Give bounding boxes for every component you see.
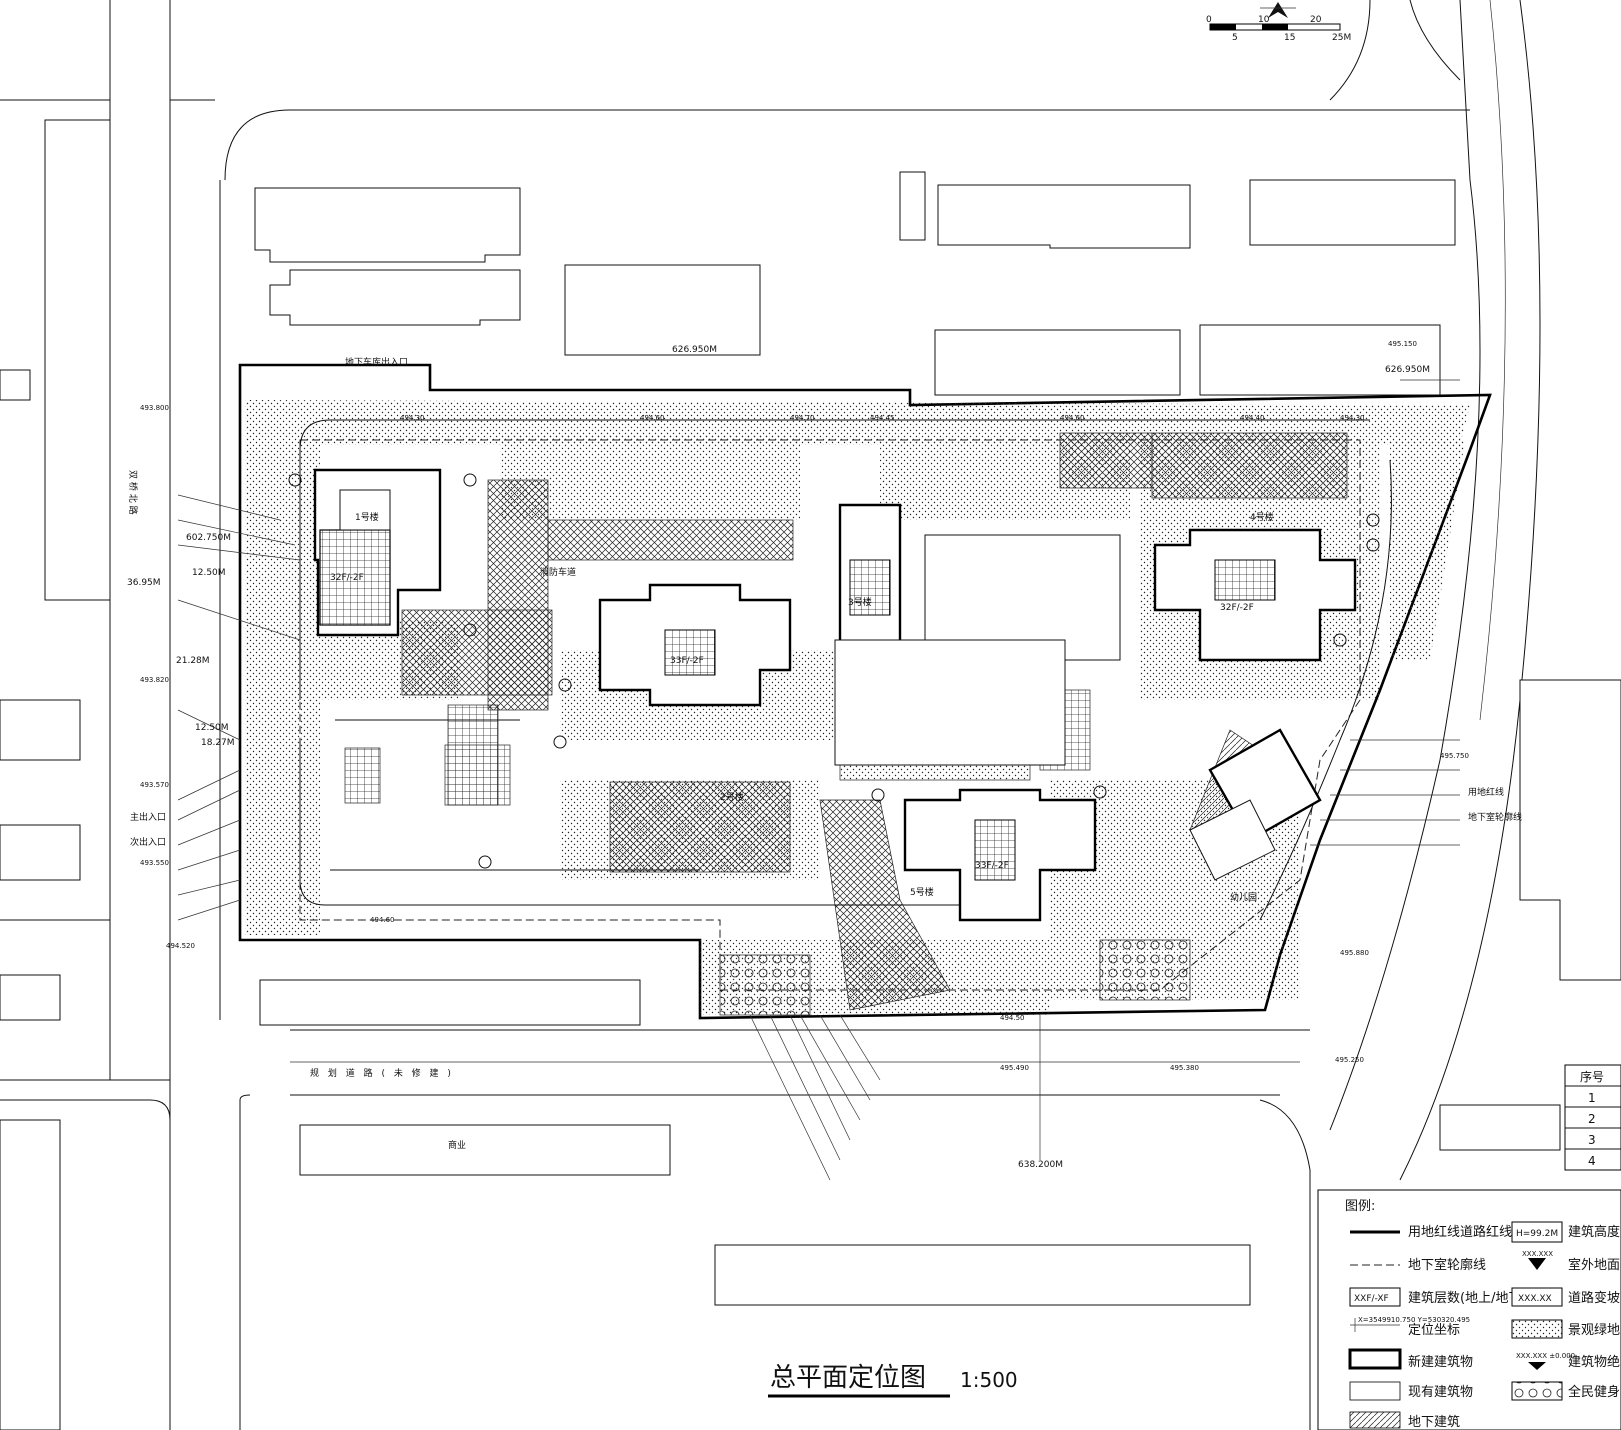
svg-text:H=99.2M: H=99.2M (1516, 1229, 1558, 1239)
elevation-label: 495.250 (1335, 1056, 1364, 1064)
height-label: 36.95M (127, 578, 161, 588)
annotation: 商业 (448, 1139, 466, 1151)
svg-text:XXF/-XF: XXF/-XF (1354, 1294, 1389, 1304)
svg-text:新建建筑物: 新建建筑物 (1408, 1354, 1473, 1370)
annotation: 用地红线 (1468, 786, 1504, 798)
table-header: 序号 (1580, 1069, 1604, 1084)
building-label: 5号楼 (910, 886, 934, 898)
svg-text:地下室轮廓线: 地下室轮廓线 (1408, 1257, 1486, 1273)
annotation: 地下室轮廓线 (1468, 811, 1522, 823)
building-label: 3号楼 (848, 596, 872, 608)
elevation-label: 494.30 (400, 414, 425, 422)
height-label: 18.27M (201, 738, 235, 748)
elevation-label: 493.570 (140, 781, 169, 789)
elevation-label: 493.550 (140, 859, 169, 867)
svg-text:15: 15 (1284, 33, 1295, 43)
annotation: 幼儿园 (1230, 891, 1257, 903)
elevation-label: 494.50 (1000, 1014, 1025, 1022)
svg-text:建筑层数(地上/地下): 建筑层数(地上/地下) (1408, 1290, 1527, 1306)
floor-label: 32F/-2F (330, 573, 364, 583)
svg-text:10: 10 (1258, 15, 1270, 25)
floor-label: 33F/-2F (670, 656, 704, 666)
basement-outline (299, 439, 1361, 991)
height-label: 638.200M (1018, 1160, 1063, 1170)
elevation-label: 494.45 (870, 414, 895, 422)
road-network (0, 0, 1541, 1430)
svg-text:定位坐标: 定位坐标 (1408, 1323, 1460, 1338)
drawing-title: 总平面定位图 1:500 (768, 1363, 1018, 1398)
road-name: 规 划 道 路 ( 未 修 建 ) (310, 1067, 454, 1079)
leader-lines (177, 379, 1460, 1181)
table-row: 2 (1588, 1112, 1596, 1126)
page-title: 总平面定位图 (770, 1363, 926, 1393)
scale-bar: 0 10 20 5 15 25M (1206, 15, 1351, 43)
elevation-label: 495.880 (1340, 949, 1369, 957)
height-label: 21.28M (176, 656, 210, 666)
svg-text:25M: 25M (1332, 33, 1351, 43)
svg-text:5: 5 (1232, 33, 1238, 43)
svg-text:XXX.XXX ±0.000: XXX.XXX ±0.000 (1516, 1352, 1575, 1360)
elevation-label: 494.60 (370, 916, 395, 924)
height-label: 602.750M (186, 533, 231, 543)
north-arrow-icon (1260, 2, 1296, 18)
elevation-label: 493.800 (140, 404, 169, 412)
elevation-label: 495.380 (1170, 1064, 1199, 1072)
floor-label: 33F/-2F (975, 861, 1009, 871)
elevation-label: 495.150 (1388, 340, 1417, 348)
annotation: 消防车道 (540, 566, 576, 578)
height-label: 12.50M (192, 568, 226, 578)
grid-markers (288, 473, 1380, 869)
new-buildings (313, 468, 1357, 922)
table-row: 4 (1588, 1154, 1596, 1168)
svg-text:0: 0 (1206, 15, 1212, 25)
building-label: 4号楼 (1250, 511, 1274, 523)
svg-text:景观绿地: 景观绿地 (1568, 1323, 1620, 1338)
svg-text:X=3549910.750 Y=530320.495: X=3549910.750 Y=530320.495 (1358, 1316, 1470, 1324)
table-row: 1 (1588, 1091, 1596, 1105)
annotation: 主出入口 (130, 811, 166, 823)
svg-text:全民健身: 全民健身 (1568, 1384, 1620, 1400)
existing-buildings (0, 119, 1621, 1430)
elevation-label: 493.820 (140, 676, 169, 684)
table-row: 3 (1588, 1133, 1596, 1147)
revision-table: 序号 1 2 3 4 (1564, 1064, 1621, 1171)
elevation-label: 494.520 (166, 942, 195, 950)
elevation-label: 494.30 (1340, 414, 1365, 422)
svg-text:建筑高度: 建筑高度 (1568, 1224, 1620, 1240)
elevation-label: 495.750 (1440, 752, 1469, 760)
floor-label: 32F/-2F (1220, 603, 1254, 613)
drawing-scale: 1:500 (960, 1368, 1018, 1392)
elevation-label: 494.70 (790, 414, 815, 422)
svg-text:XXX.XXX: XXX.XXX (1522, 1250, 1553, 1258)
elevation-label: 495.490 (1000, 1064, 1029, 1072)
height-label: 12.50M (195, 723, 229, 733)
height-label: 626.950M (672, 345, 717, 355)
height-label: 626.950M (1385, 365, 1430, 375)
svg-text:道路变坡点: 道路变坡点 (1568, 1290, 1621, 1306)
elevation-label: 494.60 (1060, 414, 1085, 422)
svg-text:室外地面标高: 室外地面标高 (1568, 1257, 1621, 1273)
svg-text:现有建筑物: 现有建筑物 (1408, 1384, 1473, 1400)
internal-roads (299, 419, 1392, 921)
svg-text:用地红线道路红线: 用地红线道路红线 (1408, 1224, 1512, 1240)
left-road-name: 双 桥 北 路 (127, 470, 139, 515)
svg-text:地下建筑: 地下建筑 (1408, 1414, 1460, 1430)
svg-text:20: 20 (1310, 15, 1322, 25)
drawing-labels: 602.750M 626.950M 626.950M 638.200M 36.9… (127, 340, 1522, 1170)
legend-title: 图例: (1345, 1199, 1375, 1214)
legend: 图例: 用地红线道路红线 H=99.2M 建筑高度 地下室轮廓线 XXX.XXX… (1317, 1189, 1621, 1430)
building-label: 2号楼 (720, 791, 744, 803)
elevation-label: 494.60 (640, 414, 665, 422)
elevation-label: 494.40 (1240, 414, 1265, 422)
building-label: 1号楼 (355, 511, 379, 523)
svg-text:建筑物绝对标高: 建筑物绝对标高 (1568, 1354, 1621, 1370)
svg-text:XXX.XX: XXX.XX (1518, 1294, 1552, 1304)
annotation: 地下车库出入口 (345, 356, 408, 368)
annotation: 次出入口 (130, 836, 166, 848)
